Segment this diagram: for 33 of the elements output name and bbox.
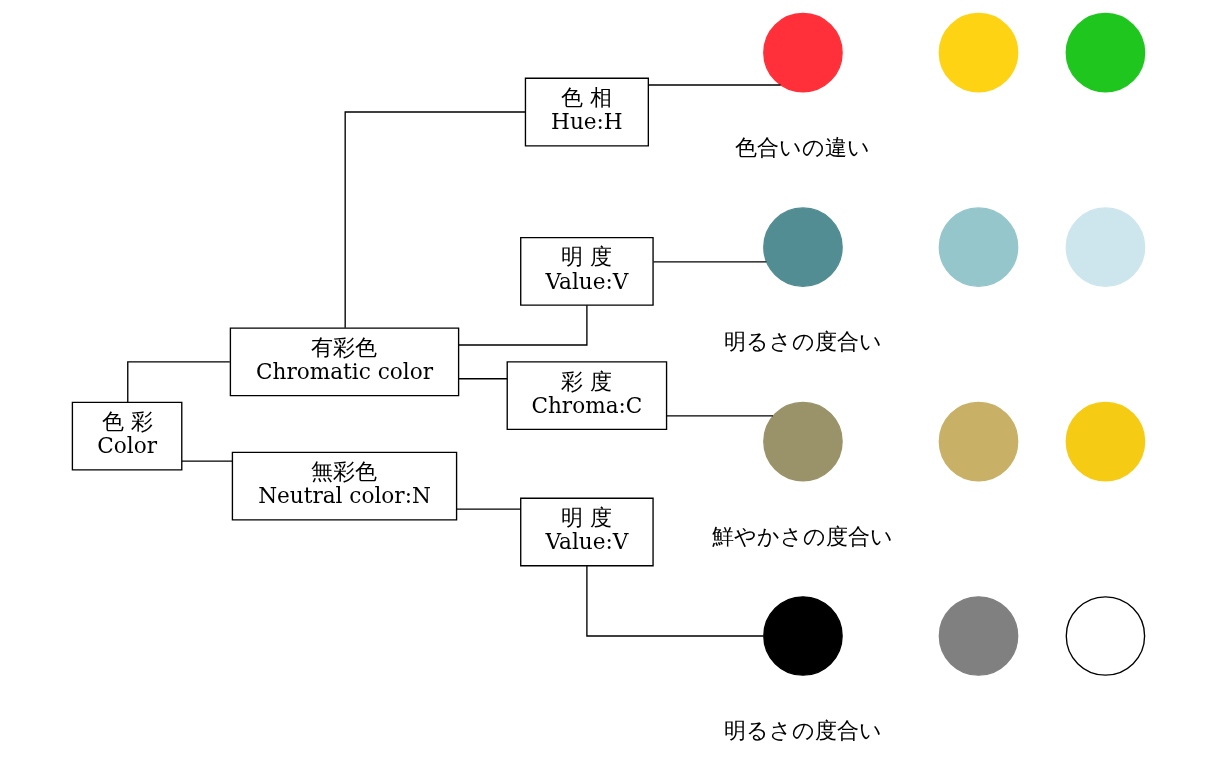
connector xyxy=(456,508,522,510)
label: 明るさの度合い xyxy=(723,718,882,744)
node-box: 色 彩 Color xyxy=(71,401,183,471)
node-circle xyxy=(763,401,843,482)
label: 鮮やかさの度合い xyxy=(712,523,894,549)
connector xyxy=(666,415,774,417)
node-circle xyxy=(1065,12,1146,93)
node-circle xyxy=(938,12,1019,93)
connector xyxy=(127,361,231,403)
node-box: 無彩色 Neutral color:N xyxy=(231,451,458,521)
label: 色合いの違い xyxy=(735,134,871,160)
node-circle xyxy=(1065,596,1146,676)
node-circle xyxy=(763,596,843,676)
node-circle xyxy=(763,207,843,287)
node-box: 色 相 Hue:H xyxy=(524,77,649,147)
node-circle xyxy=(1065,207,1146,287)
node-box: 有彩色 Chromatic color xyxy=(229,327,460,397)
label: 明るさの度合い xyxy=(723,329,882,355)
node-box: 明 度 Value:V xyxy=(520,497,654,567)
node-circle xyxy=(938,596,1019,676)
node-circle xyxy=(938,401,1019,482)
connector xyxy=(586,565,764,637)
node-box: 明 度 Value:V xyxy=(520,236,654,306)
connector xyxy=(344,111,526,329)
node-circle xyxy=(938,207,1019,287)
connector xyxy=(458,378,508,380)
node-box: 彩 度 Chroma:C xyxy=(506,361,668,431)
node-circle xyxy=(763,12,843,93)
connector xyxy=(181,460,234,462)
connector xyxy=(458,304,588,346)
connector xyxy=(652,261,768,263)
node-circle xyxy=(1065,401,1146,482)
connector xyxy=(648,84,782,86)
